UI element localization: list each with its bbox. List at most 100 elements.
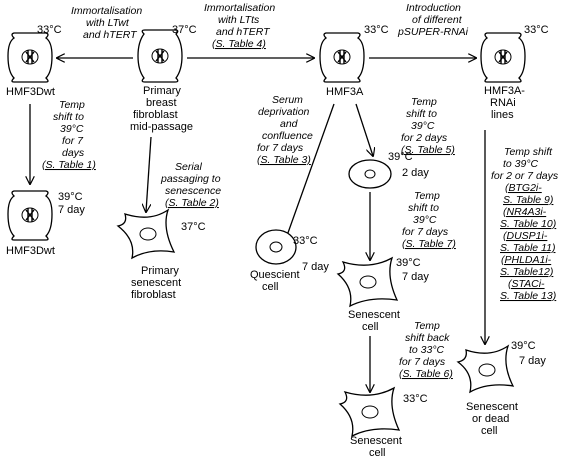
label-rnai-2: RNAi: [490, 97, 516, 109]
anno-back-ref: (S. Table 6): [399, 368, 453, 380]
anno-7day-3: 39°C: [413, 214, 437, 226]
label-hmf3dwt-bottom: HMF3Dwt: [6, 245, 55, 257]
anno-rnai-ref-5: (DUSP1i-: [503, 230, 548, 242]
anno-immortal-ts-1: Immortalisation: [204, 2, 275, 14]
label-senescent-primary-2: senescent: [131, 277, 181, 289]
anno-rnai-ref-9: (STACi-: [508, 278, 545, 290]
anno-2day-1: Temp: [411, 96, 437, 108]
anno-2day-4: for 2 days: [401, 132, 448, 144]
label-primary-3: fibroblast: [133, 109, 178, 121]
label-quiescent-1: Quescient: [250, 269, 300, 281]
label-rnai-3: lines: [491, 109, 514, 121]
anno-serial-1: Serial: [175, 161, 203, 173]
temp-primary-breast: 37°C: [172, 24, 197, 36]
anno-back-3: to 33°C: [409, 344, 445, 356]
label-hmf3a: HMF3A: [326, 86, 364, 98]
cell-quiescent: [255, 229, 297, 265]
temp-senescent-mid: 39°C: [396, 257, 421, 269]
anno-back-4: for 7 days: [399, 356, 446, 368]
anno-serial-ref: (S. Table 2): [165, 197, 219, 209]
temp-hmf3a-rnai: 33°C: [524, 24, 549, 36]
anno-serum-1: Serum: [272, 94, 303, 106]
cell-senescent-bottom: [338, 386, 401, 438]
anno-7day-4: for 7 days: [402, 226, 449, 238]
anno-immortal-wt-2: with LTwt: [86, 17, 130, 29]
anno-immortal-ts-2: with LTts: [218, 14, 260, 26]
anno-rnai-2: to 39°C: [503, 158, 539, 170]
anno-serial-2: passaging to: [160, 173, 221, 185]
label-primary-1: Primary: [143, 85, 181, 97]
anno-rnai-ref-3: (NR4A3i-: [503, 206, 547, 218]
cell-hmf3a-rnai: [480, 32, 526, 83]
anno-rnai-ref-1: (BTG2i-: [505, 182, 542, 194]
anno-7day-1: Temp: [414, 190, 440, 202]
label-rnai-1: HMF3A-: [484, 85, 525, 97]
arrow-primary-down: [146, 136, 152, 212]
anno-serial-3: senescence: [165, 185, 221, 197]
anno-rnai-3: for 2 or 7 days: [491, 170, 559, 182]
time-2day: 2 day: [402, 167, 429, 179]
anno-intro-2: of different: [412, 14, 463, 26]
label-primary-4: mid-passage: [130, 121, 193, 133]
anno-immortal-wt-1: Immortalisation: [71, 5, 142, 17]
label-senescent-primary-3: fibroblast: [131, 289, 176, 301]
temp-senescent-bottom: 33°C: [403, 393, 428, 405]
label-senescent-mid-1: Senescent: [348, 309, 400, 321]
label-dead-2: or dead: [472, 413, 509, 425]
label-senescent-mid-2: cell: [362, 321, 379, 333]
anno-dwt-ref: (S. Table 1): [42, 159, 96, 171]
anno-immortal-ts-ref: (S. Table 4): [212, 38, 266, 50]
anno-7day-ref: (S. Table 7): [402, 238, 456, 250]
anno-intro-3: pSUPER-RNAi: [397, 26, 469, 38]
label-dead-1: Senescent: [466, 401, 518, 413]
arrow-hmf3a-to-quiescent: [284, 103, 335, 244]
time-senescent-dead: 7 day: [519, 355, 546, 367]
time-senescent-mid: 7 day: [402, 271, 429, 283]
anno-serum-5: for 7 days: [257, 142, 304, 154]
anno-dwt-1: Temp: [59, 99, 85, 111]
label-senescent-bottom-1: Senescent: [350, 435, 402, 447]
temp-primary-senescent: 37°C: [181, 221, 206, 233]
anno-back-2: shift back: [405, 332, 450, 344]
temp-hmf3a: 33°C: [364, 24, 389, 36]
label-dead-3: cell: [481, 425, 498, 437]
anno-rnai-ref-8: S. Table12): [500, 266, 553, 278]
cell-primary-breast: [137, 29, 183, 83]
label-primary-2: breast: [146, 97, 177, 109]
anno-serum-3: and: [280, 118, 299, 130]
anno-back-1: Temp: [414, 320, 440, 332]
anno-2day-2: shift to: [406, 108, 437, 120]
cell-hmf3dwt-top: [7, 32, 53, 83]
anno-dwt-2: shift to: [53, 111, 84, 123]
cell-hmf3dwt-bottom: [7, 190, 53, 241]
temp-hmf3dwt-bottom: 39°C: [58, 191, 83, 203]
anno-dwt-4: for 7: [62, 135, 84, 147]
cell-senescent-dead: [456, 344, 515, 394]
temp-senescent-dead: 39°C: [511, 340, 536, 352]
time-quiescent: 7 day: [302, 261, 329, 273]
temp-hmf3dwt-top: 33°C: [37, 24, 62, 36]
anno-immortal-ts-3: and hTERT: [216, 26, 271, 38]
anno-immortal-wt-3: and hTERT: [83, 29, 138, 41]
anno-rnai-ref-10: S. Table 13): [500, 290, 556, 302]
cell-primary-senescent: [116, 208, 176, 260]
cell-hmf3a: [319, 32, 365, 83]
anno-dwt-3: 39°C: [60, 123, 84, 135]
anno-serum-4: confluence: [262, 130, 313, 142]
cell-hmf3a-2day: [348, 159, 392, 189]
label-quiescent-2: cell: [262, 281, 279, 293]
temp-2day: 39°C: [388, 151, 413, 163]
anno-2day-ref: (S. Table 5): [401, 144, 455, 156]
anno-rnai-ref-2: S. Table 9): [503, 194, 553, 206]
time-hmf3dwt-bottom: 7 day: [58, 204, 85, 216]
anno-rnai-ref-4: S. Table 10): [500, 218, 556, 230]
cell-senescent-mid: [336, 256, 399, 308]
anno-dwt-5: days: [62, 147, 85, 159]
anno-rnai-1: Temp shift: [504, 146, 553, 158]
anno-serum-2: deprivation: [258, 106, 310, 118]
anno-2day-3: 39°C: [411, 120, 435, 132]
anno-rnai-ref-7: (PHLDA1i-: [501, 254, 552, 266]
anno-serum-ref: (S. Table 3): [257, 154, 311, 166]
arrow-hmf3a-to-2day: [355, 103, 373, 156]
